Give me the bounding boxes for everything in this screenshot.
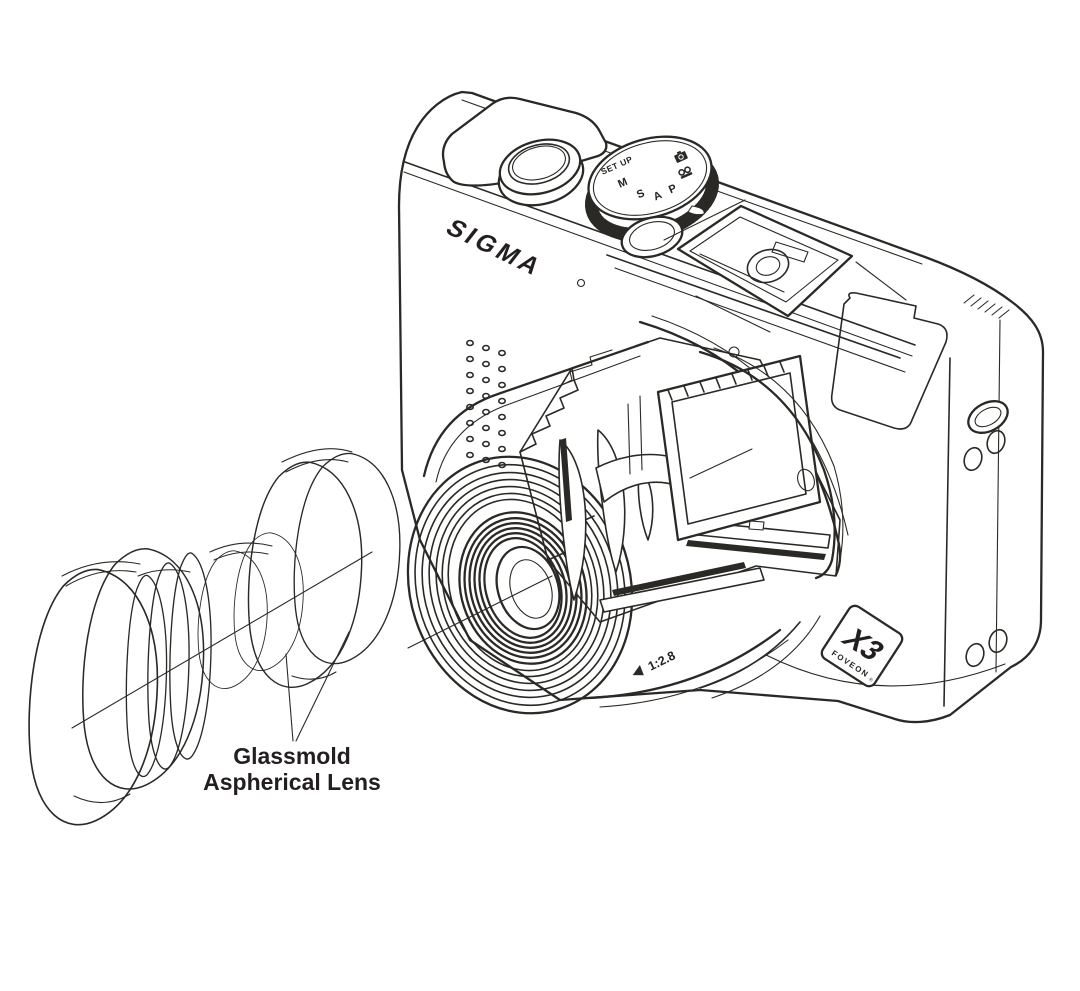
grip-ridges: [963, 294, 1010, 319]
barrel-rear-arcs: [588, 615, 821, 708]
barrel-upper-tube: [422, 340, 650, 483]
callout-line1: Glassmold: [233, 743, 351, 769]
lens-barrel-cutaway: 1:2.8: [406, 315, 849, 715]
foveon-badge: X3 FOVEON ®: [820, 604, 904, 688]
element-group-3-aspherical: [197, 532, 304, 689]
film-icon: [678, 166, 693, 180]
side-holes: [963, 429, 1008, 668]
optical-axis-inner: [407, 448, 753, 649]
leader-lines: [285, 631, 350, 742]
exploded-lens-elements: [28, 448, 401, 826]
strap-lug: [967, 400, 1009, 434]
front-right-panel: [830, 292, 948, 430]
speaker-hole-grid: [465, 339, 506, 469]
shutter-button: [497, 138, 585, 207]
svg-text:M: M: [616, 176, 629, 191]
dial-release-tab: [687, 205, 705, 216]
index-mark: [632, 664, 644, 676]
hot-shoe: [663, 199, 907, 333]
image-sensor: [656, 354, 822, 542]
power-button: [620, 215, 684, 259]
svg-text:®: ®: [867, 676, 874, 684]
front-pinhole: [576, 278, 586, 288]
optical-axis-outer: [71, 551, 373, 729]
top-controls: SET UP M S A P: [441, 96, 907, 333]
element-group-2-doublet: [125, 552, 212, 778]
camera-icon: [674, 150, 688, 163]
sensor-bracket-arc: [698, 346, 844, 580]
callout-glassmold: Glassmold Aspherical Lens: [203, 631, 381, 795]
element-group-4: [247, 448, 401, 689]
svg-text:S: S: [635, 187, 647, 201]
svg-text:P: P: [667, 182, 679, 196]
callout-line2: Aspherical Lens: [203, 769, 381, 795]
element-group-1: [28, 548, 205, 826]
right-side-panel-lines: [765, 319, 1006, 707]
